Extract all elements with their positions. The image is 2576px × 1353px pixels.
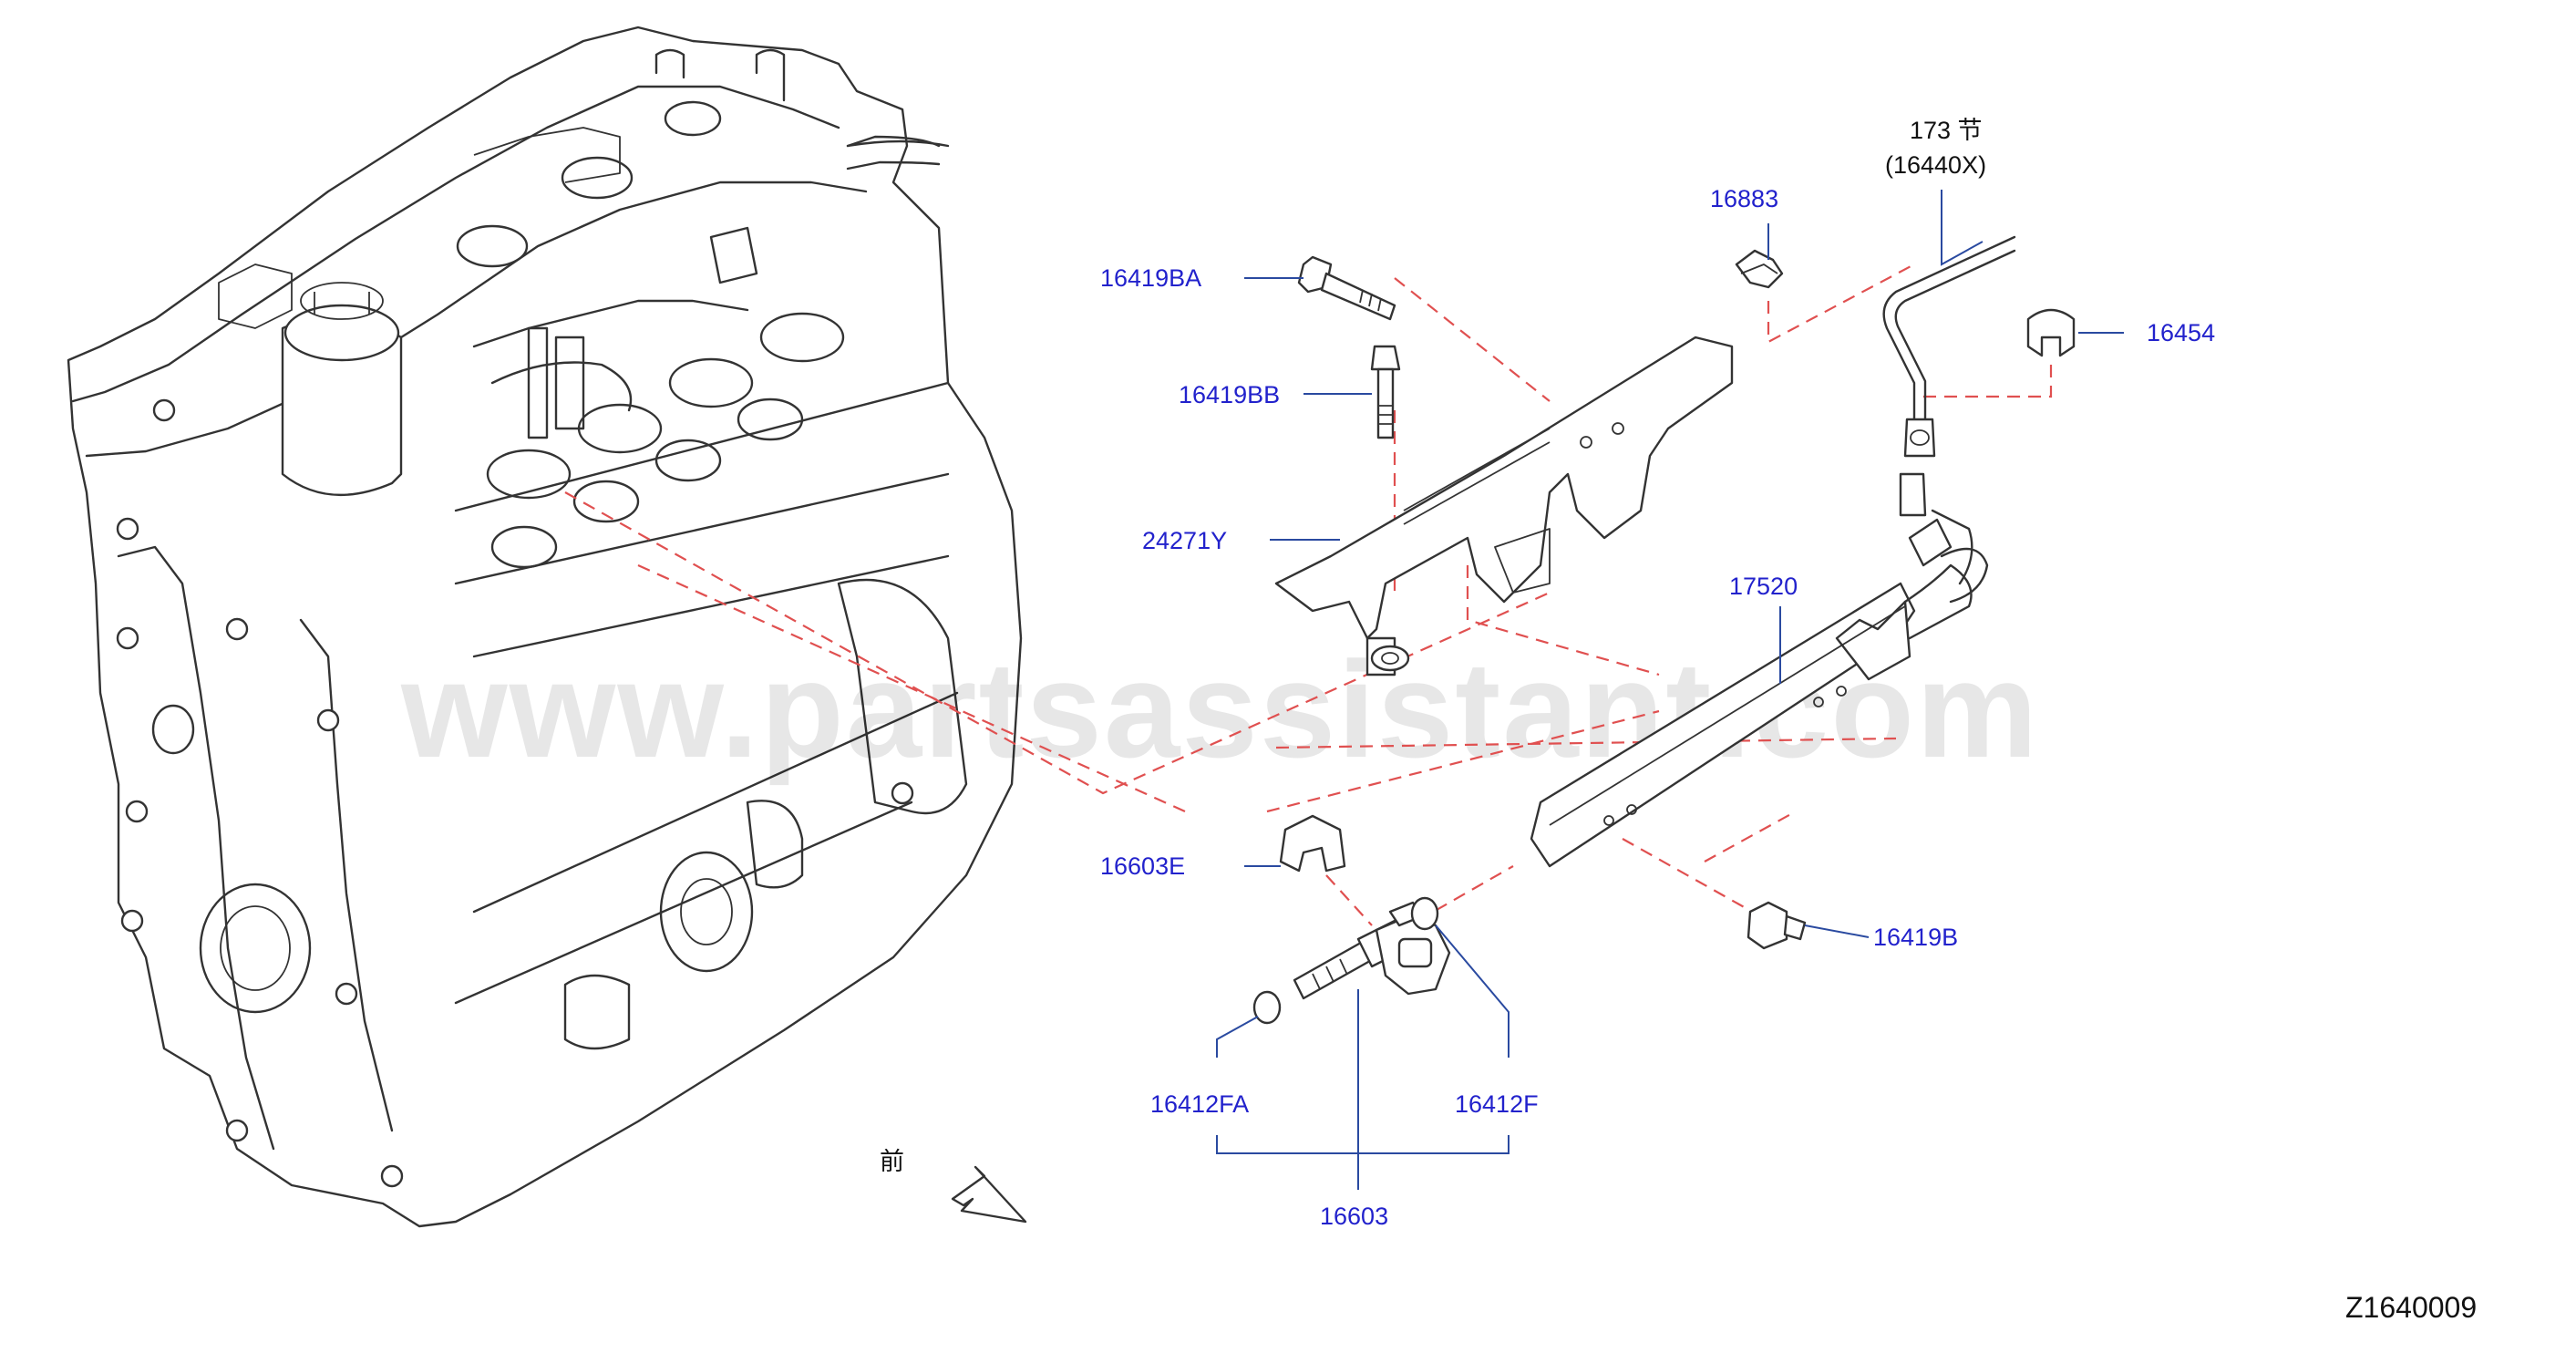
diagram-id: Z1640009	[2345, 1291, 2477, 1324]
o-ring-16412FA	[1252, 990, 1282, 1025]
part-label-16412FA[interactable]: 16412FA	[1150, 1090, 1249, 1118]
part-label-16419BA[interactable]: 16419BA	[1100, 264, 1201, 292]
front-mark-label: 前	[880, 1148, 904, 1175]
fuel-rail-17520-illustration	[1530, 472, 1989, 868]
part-label-16603E[interactable]: 16603E	[1100, 852, 1185, 880]
leader-lines	[1216, 190, 2124, 1190]
cover-bolts	[116, 398, 914, 1188]
clip-16603E-illustration	[1279, 814, 1346, 873]
fuel-tube-illustration	[1882, 235, 2016, 458]
bolt-16419BB-illustration	[1370, 345, 1401, 439]
part-label-16412F[interactable]: 16412F	[1455, 1090, 1539, 1118]
bolt-16419BA-illustration	[1297, 255, 1396, 321]
injector-16603-illustration	[1293, 901, 1451, 1000]
clamp-16454-illustration	[2026, 308, 2076, 357]
part-label-16603[interactable]: 16603	[1320, 1203, 1388, 1230]
part-label-16419B[interactable]: 16419B	[1873, 924, 1958, 951]
engine-illustration	[67, 26, 1023, 1228]
part-label-17520[interactable]: 17520	[1729, 573, 1798, 600]
part-label-16883[interactable]: 16883	[1710, 185, 1778, 212]
part-label-16454[interactable]: 16454	[2147, 319, 2215, 346]
clip-16883-illustration	[1735, 249, 1784, 289]
part-label-24271Y[interactable]: 24271Y	[1142, 527, 1227, 554]
bolt-16419B-illustration	[1747, 901, 1807, 950]
part-label-16419BB[interactable]: 16419BB	[1179, 381, 1280, 408]
front-direction-arrow	[951, 1165, 1027, 1224]
o-ring-16412F	[1410, 896, 1439, 931]
reference-part-label: (16440X)	[1885, 151, 1986, 179]
reference-section-label: 173 节	[1910, 117, 1983, 144]
bracket-24271Y-illustration	[1274, 336, 1734, 676]
